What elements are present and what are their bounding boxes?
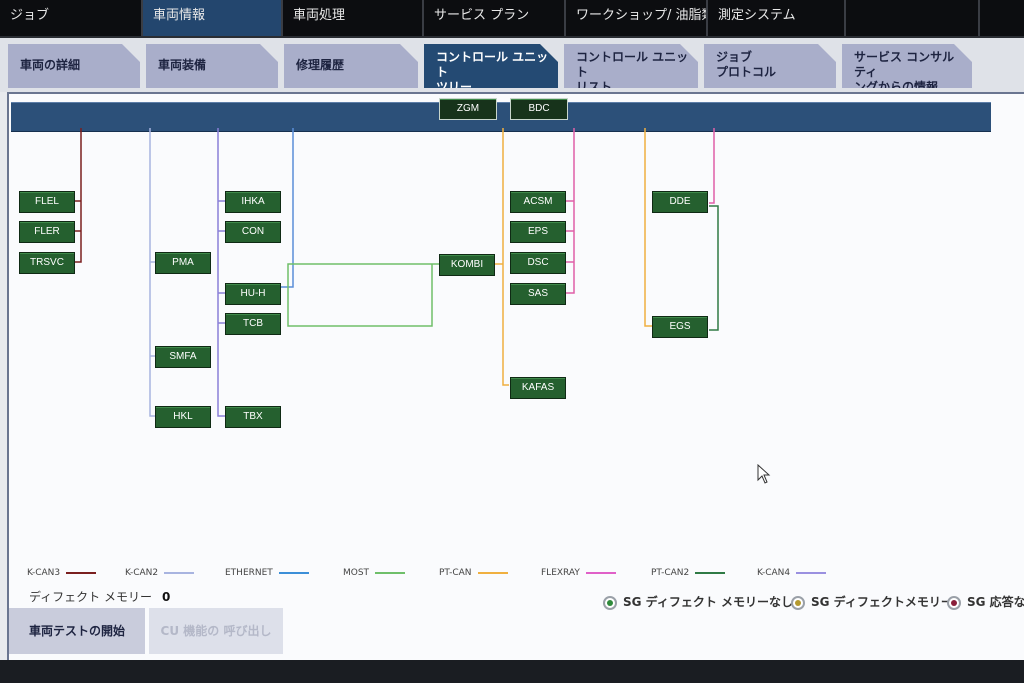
nav-vehicle-processing[interactable]: 車両処理 xyxy=(283,0,424,36)
tab-label-line2: プロトコル xyxy=(716,65,777,79)
legend-label: K-CAN3 xyxy=(27,568,61,578)
ecu-smfa[interactable]: SMFA xyxy=(155,346,211,368)
legend-pt-can: PT-CAN xyxy=(439,568,508,578)
legend-label: PT-CAN xyxy=(439,568,472,578)
bus-lines xyxy=(75,128,719,417)
ecu-pma[interactable]: PMA xyxy=(155,252,211,274)
bus-line-most xyxy=(287,263,439,327)
status-dot-icon xyxy=(791,595,805,610)
ecu-kombi[interactable]: KOMBI xyxy=(439,254,495,276)
tab-control-unit-tree[interactable]: コントロール ユニット ツリー xyxy=(424,44,558,88)
legend-ethernet: ETHERNET xyxy=(225,568,309,578)
legend-k-can2: K-CAN2 xyxy=(125,568,195,578)
tab-label: 修理履歴 xyxy=(296,58,345,72)
bus-line-flexray xyxy=(566,128,715,294)
legend-swatch xyxy=(164,571,195,574)
tab-vehicle-details[interactable]: 車両の詳細 xyxy=(8,44,140,88)
status-dot-icon xyxy=(603,595,617,610)
legend-swatch xyxy=(278,571,309,574)
ecu-tbx[interactable]: TBX xyxy=(225,406,281,428)
ecu-flel[interactable]: FLEL xyxy=(19,191,75,213)
status-label: SG 応答な xyxy=(967,595,1024,609)
legend-swatch xyxy=(585,571,616,574)
tab-service-consulting-info[interactable]: サービス コンサルティ ングからの情報 xyxy=(842,44,972,88)
legend-swatch xyxy=(796,571,827,574)
tab-vehicle-equipment[interactable]: 車両装備 xyxy=(146,44,278,88)
ecu-hkl[interactable]: HKL xyxy=(155,406,211,428)
legend-label: FLEXRAY xyxy=(541,568,580,578)
nav-measurement-system[interactable]: 測定システム xyxy=(708,0,846,36)
ecu-con[interactable]: CON xyxy=(225,221,281,243)
tab-label-line1: サービス コンサルティ xyxy=(854,50,955,79)
legend-swatch xyxy=(375,571,406,574)
legend-k-can4: K-CAN4 xyxy=(757,568,827,578)
tab-label-line1: コントロール ユニット xyxy=(436,50,549,79)
nav-service-plan[interactable]: サービス プラン xyxy=(424,0,566,36)
legend-swatch xyxy=(66,571,97,574)
ecu-hu-h[interactable]: HU-H xyxy=(225,283,281,305)
ecu-dsc[interactable]: DSC xyxy=(510,252,566,274)
screen: ジョブ 車両情報 車両処理 サービス プラン ワークショップ/ 油脂類 測定シス… xyxy=(0,0,1024,660)
ecu-fler[interactable]: FLER xyxy=(19,221,75,243)
ecu-dde[interactable]: DDE xyxy=(652,191,708,213)
legend-label: ETHERNET xyxy=(225,568,273,578)
mouse-pointer-icon xyxy=(757,464,771,484)
ecu-trsvc[interactable]: TRSVC xyxy=(19,252,75,274)
defect-memory-label: ディフェクト メモリー xyxy=(29,590,152,604)
start-vehicle-test-button[interactable]: 車両テストの開始 xyxy=(9,608,145,654)
status-label: SG ディフェクト メモリーなし xyxy=(623,595,794,609)
nav-job[interactable]: ジョブ xyxy=(0,0,143,36)
defect-memory-count: ディフェクト メモリー 0 xyxy=(29,588,170,605)
nav-vehicle-info[interactable]: 車両情報 xyxy=(143,0,283,36)
ecu-tcb[interactable]: TCB xyxy=(225,313,281,335)
ecu-ihka[interactable]: IHKA xyxy=(225,191,281,213)
legend-label: K-CAN2 xyxy=(125,568,159,578)
ecu-eps[interactable]: EPS xyxy=(510,221,566,243)
defect-memory-value: 0 xyxy=(161,590,171,604)
legend-label: PT-CAN2 xyxy=(651,568,690,578)
tab-label: 車両装備 xyxy=(158,58,207,72)
status-label: SG ディフェクトメモリー xyxy=(811,595,953,609)
legend-swatch xyxy=(477,571,508,574)
gateway-bus-header xyxy=(11,102,991,132)
legend-label: MOST xyxy=(343,568,370,578)
ecu-acsm[interactable]: ACSM xyxy=(510,191,566,213)
nav-empty-1[interactable] xyxy=(846,0,980,36)
legend-flexray: FLEXRAY xyxy=(541,568,616,578)
nav-empty-2[interactable] xyxy=(980,0,1024,36)
bus-line-pt-can xyxy=(495,128,652,386)
call-cu-function-button[interactable]: CU 機能の 呼び出し xyxy=(149,608,283,654)
ecu-kafas[interactable]: KAFAS xyxy=(510,377,566,399)
bus-line-ethernet xyxy=(281,128,294,288)
tab-label-line1: ジョブ xyxy=(716,50,753,64)
ecu-egs[interactable]: EGS xyxy=(652,316,708,338)
bus-line-pt-can2 xyxy=(709,205,719,331)
status-no-response: SG 応答な xyxy=(947,593,1024,610)
legend-k-can3: K-CAN3 xyxy=(27,568,97,578)
status-dot-icon xyxy=(947,595,961,610)
nav-workshop[interactable]: ワークショップ/ 油脂類 xyxy=(566,0,708,36)
control-unit-tree-panel: ZGM BDC FLEL FLER TRSVC PMA SMFA HKL IHK… xyxy=(7,92,1024,660)
legend-swatch xyxy=(695,571,726,574)
ecu-bdc[interactable]: BDC xyxy=(510,98,568,120)
ecu-sas[interactable]: SAS xyxy=(510,283,566,305)
legend-pt-can2: PT-CAN2 xyxy=(651,568,726,578)
top-navigation: ジョブ 車両情報 車両処理 サービス プラン ワークショップ/ 油脂類 測定シス… xyxy=(0,0,1024,38)
status-defect: SG ディフェクトメモリー xyxy=(791,593,953,610)
legend-most: MOST xyxy=(343,568,406,578)
bus-line-k-can2 xyxy=(149,128,155,417)
tab-label: 車両の詳細 xyxy=(20,58,81,72)
tab-control-unit-list[interactable]: コントロール ユニット リスト xyxy=(564,44,698,88)
tab-repair-history[interactable]: 修理履歴 xyxy=(284,44,418,88)
tab-job-protocol[interactable]: ジョブ プロトコル xyxy=(704,44,836,88)
sub-tabs: 車両の詳細 車両装備 修理履歴 コントロール ユニット ツリー コントロール ユ… xyxy=(0,38,1024,92)
legend-label: K-CAN4 xyxy=(757,568,791,578)
bus-line-k-can4 xyxy=(217,128,225,417)
tab-label-line1: コントロール ユニット xyxy=(576,50,689,79)
status-no-defect: SG ディフェクト メモリーなし xyxy=(603,593,793,610)
ecu-zgm[interactable]: ZGM xyxy=(439,98,497,120)
bus-line-k-can3 xyxy=(75,128,82,263)
